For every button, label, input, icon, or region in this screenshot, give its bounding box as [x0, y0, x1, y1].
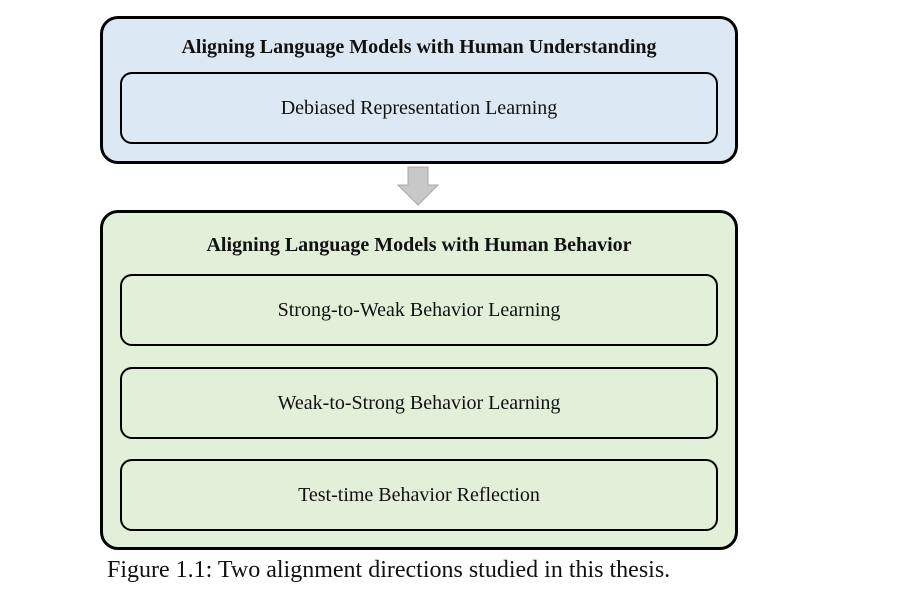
strong-to-weak-learning-box: Strong-to-Weak Behavior Learning: [120, 274, 718, 346]
understanding-panel-title: Aligning Language Models with Human Unde…: [181, 36, 657, 58]
down-arrow-icon: [397, 166, 439, 206]
behavior-panel: Aligning Language Models with Human Beha…: [100, 210, 738, 550]
understanding-panel: Aligning Language Models with Human Unde…: [100, 16, 738, 164]
debiased-representation-learning-box: Debiased Representation Learning: [120, 72, 718, 144]
behavior-panel-title: Aligning Language Models with Human Beha…: [206, 234, 632, 256]
weak-to-strong-learning-box: Weak-to-Strong Behavior Learning: [120, 367, 718, 439]
test-time-reflection-box: Test-time Behavior Reflection: [120, 459, 718, 531]
figure-caption: Figure 1.1: Two alignment directions stu…: [107, 557, 671, 583]
